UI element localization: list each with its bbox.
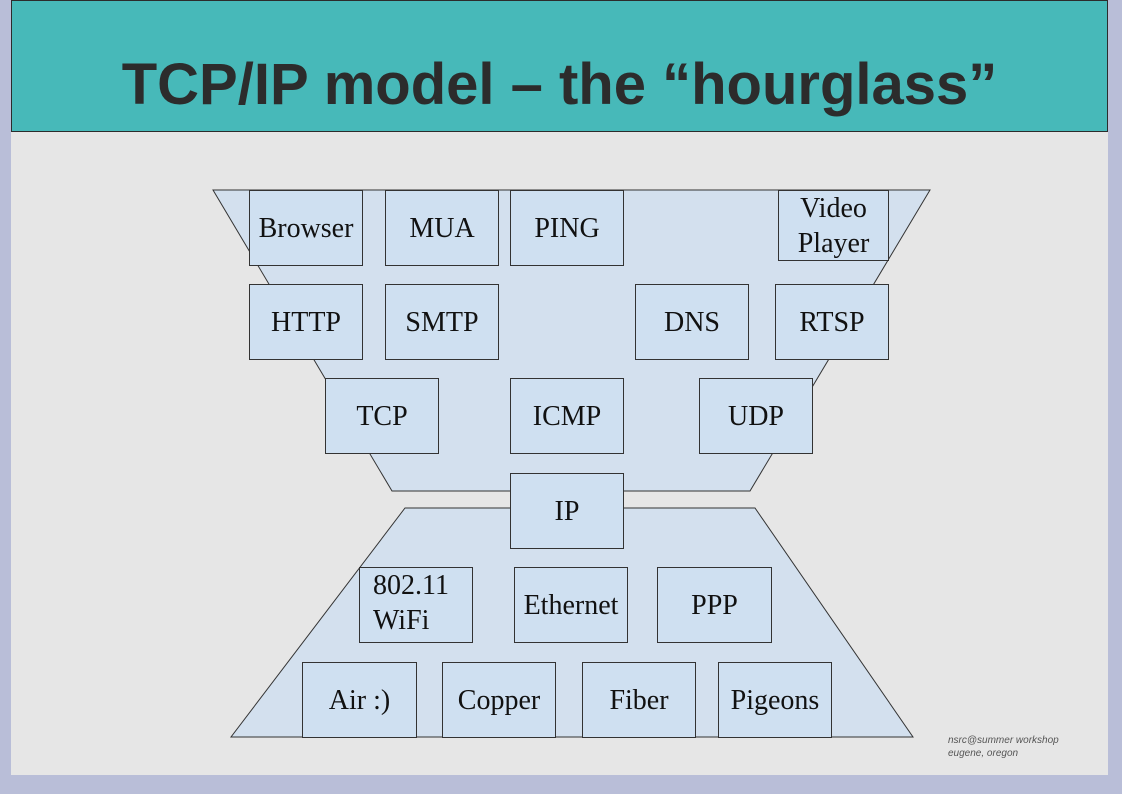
footer-line-2: eugene, oregon <box>948 748 1019 759</box>
copper-box: Copper <box>442 662 556 738</box>
mua-label: MUA <box>409 212 475 244</box>
http-label: HTTP <box>271 306 341 338</box>
fiber-label: Fiber <box>609 684 669 716</box>
air-label: Air :) <box>328 684 391 716</box>
fiber-box: Fiber <box>582 662 696 738</box>
browser-label: Browser <box>258 212 354 244</box>
ip-label: IP <box>554 495 580 527</box>
footer-line-1: nsrc@summer workshop <box>948 735 1059 746</box>
rtsp-label: RTSP <box>799 306 865 338</box>
smtp-box: SMTP <box>385 284 499 360</box>
pigeons-label: Pigeons <box>730 684 820 716</box>
wifi-label-line1: 802.11 <box>373 570 449 601</box>
copper-label: Copper <box>457 684 541 716</box>
pigeons-box: Pigeons <box>718 662 832 738</box>
http-box: HTTP <box>249 284 363 360</box>
mua-box: MUA <box>385 190 499 266</box>
wifi-label-line2: WiFi <box>373 605 430 636</box>
video-player-box: Video Player <box>778 190 889 261</box>
slide-title: TCP/IP model – the “hourglass” <box>121 52 998 117</box>
udp-box: UDP <box>699 378 813 454</box>
icmp-label: ICMP <box>532 400 602 432</box>
video-player-label-line2: Player <box>797 227 870 259</box>
udp-label: UDP <box>727 400 784 432</box>
title-bar: TCP/IP model – the “hourglass” <box>11 0 1108 132</box>
wifi-box: 802.11 WiFi <box>359 567 473 643</box>
smtp-label: SMTP <box>405 306 479 338</box>
ppp-label: PPP <box>691 589 738 621</box>
video-player-label-line1: Video <box>800 192 867 224</box>
footer-note: nsrc@summer workshop eugene, oregon <box>948 734 1059 760</box>
browser-box: Browser <box>249 190 363 266</box>
icmp-box: ICMP <box>510 378 624 454</box>
ping-box: PING <box>510 190 624 266</box>
ppp-box: PPP <box>657 567 772 643</box>
ethernet-label: Ethernet <box>523 589 619 621</box>
ping-label: PING <box>534 212 600 244</box>
dns-label: DNS <box>663 306 720 338</box>
dns-box: DNS <box>635 284 749 360</box>
ethernet-box: Ethernet <box>514 567 628 643</box>
rtsp-box: RTSP <box>775 284 889 360</box>
tcp-label: TCP <box>356 400 408 432</box>
tcp-box: TCP <box>325 378 439 454</box>
ip-box: IP <box>510 473 624 549</box>
air-box: Air :) <box>302 662 417 738</box>
